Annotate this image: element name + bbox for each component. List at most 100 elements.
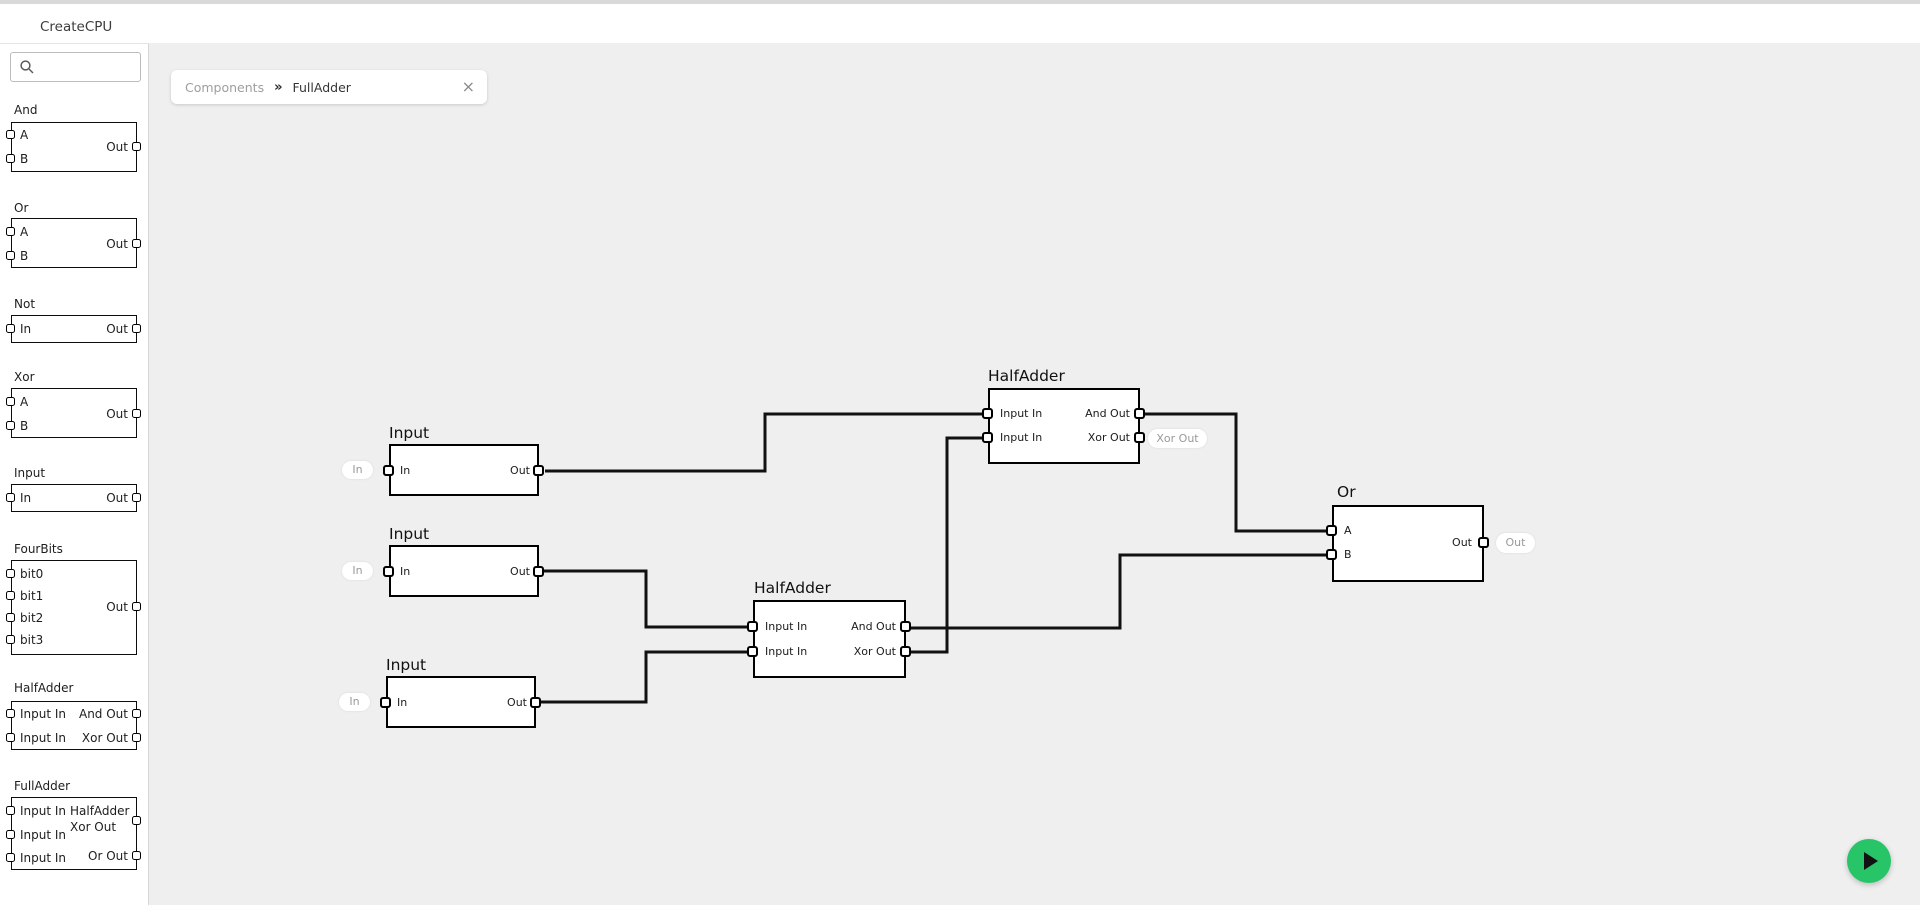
input-port[interactable] <box>982 432 993 443</box>
tab-title: FullAdder <box>292 79 351 95</box>
external-pin-badge[interactable]: In <box>342 562 373 580</box>
input-port[interactable] <box>383 465 394 476</box>
wire[interactable] <box>1143 412 1328 533</box>
output-port[interactable] <box>1134 408 1145 419</box>
input-port[interactable] <box>6 227 15 236</box>
output-port[interactable] <box>1478 537 1489 548</box>
input-port[interactable] <box>747 646 758 657</box>
component-box[interactable] <box>11 218 137 268</box>
input-port[interactable] <box>6 154 15 163</box>
output-port[interactable] <box>132 816 141 825</box>
output-port[interactable] <box>1134 432 1145 443</box>
port-label: Out <box>106 237 128 251</box>
output-port[interactable] <box>530 697 541 708</box>
port-label: And Out <box>851 620 896 633</box>
node-box[interactable] <box>988 388 1140 464</box>
port-label: Out <box>106 491 128 505</box>
input-port[interactable] <box>6 251 15 260</box>
external-pin-badge[interactable]: In <box>342 461 373 479</box>
component-box[interactable] <box>11 388 137 438</box>
port-label: bit2 <box>20 611 44 625</box>
component-box[interactable] <box>11 701 137 750</box>
port-label: B <box>1344 548 1352 561</box>
input-port[interactable] <box>6 397 15 406</box>
input-port[interactable] <box>1326 525 1337 536</box>
close-icon[interactable]: × <box>461 77 475 96</box>
node-title: HalfAdder <box>988 367 1065 385</box>
header-bar: CreateCPU <box>0 4 1920 44</box>
output-port[interactable] <box>132 709 141 718</box>
input-port[interactable] <box>747 621 758 632</box>
input-port[interactable] <box>6 733 15 742</box>
component-box[interactable] <box>11 797 137 870</box>
wire[interactable] <box>542 569 749 629</box>
input-port[interactable] <box>6 569 15 578</box>
input-port[interactable] <box>6 709 15 718</box>
input-port[interactable] <box>6 613 15 622</box>
output-port[interactable] <box>132 324 141 333</box>
port-label: Out <box>106 600 128 614</box>
port-label: bit0 <box>20 567 44 581</box>
component-box[interactable] <box>11 484 137 512</box>
port-label: HalfAdder Xor Out <box>70 804 130 834</box>
input-port[interactable] <box>1326 549 1337 560</box>
wire[interactable] <box>545 412 984 473</box>
output-port[interactable] <box>132 602 141 611</box>
input-port[interactable] <box>6 493 15 502</box>
search-input[interactable] <box>10 52 141 82</box>
node-box[interactable] <box>389 444 539 496</box>
sidebar-item-label: And <box>14 103 38 117</box>
external-pin-badge[interactable]: In <box>339 693 370 711</box>
external-pin-badge[interactable]: Xor Out <box>1148 429 1207 448</box>
input-port[interactable] <box>982 408 993 419</box>
port-label: Input In <box>20 731 67 745</box>
output-port[interactable] <box>900 621 911 632</box>
port-label: Out <box>106 322 128 336</box>
input-port[interactable] <box>6 591 15 600</box>
input-port[interactable] <box>6 853 15 862</box>
input-port[interactable] <box>6 421 15 430</box>
app-title: CreateCPU <box>40 19 113 35</box>
node-box[interactable] <box>1332 505 1484 582</box>
port-label: A <box>20 395 29 409</box>
port-label: Input In <box>20 804 67 818</box>
wire[interactable] <box>908 436 984 654</box>
port-label: Out <box>510 565 530 578</box>
output-port[interactable] <box>132 239 141 248</box>
wire[interactable] <box>908 553 1328 630</box>
output-port[interactable] <box>132 142 141 151</box>
input-port[interactable] <box>6 830 15 839</box>
output-port[interactable] <box>132 733 141 742</box>
output-port[interactable] <box>533 465 544 476</box>
input-port[interactable] <box>6 324 15 333</box>
input-port[interactable] <box>383 566 394 577</box>
wire[interactable] <box>539 650 749 704</box>
sidebar-item-label: Input <box>14 466 46 480</box>
port-label: B <box>20 249 29 263</box>
port-label: Input In <box>1000 431 1043 444</box>
input-port[interactable] <box>6 635 15 644</box>
tab-fulladder[interactable]: Components » FullAdder × <box>171 70 487 104</box>
node-title: HalfAdder <box>754 579 831 597</box>
port-label: And Out <box>78 707 128 721</box>
run-simulation-button[interactable] <box>1847 839 1891 883</box>
chevron-double-right-icon: » <box>274 79 283 95</box>
node-box[interactable] <box>389 545 539 597</box>
component-box[interactable] <box>11 560 137 655</box>
output-port[interactable] <box>132 851 141 860</box>
external-pin-badge[interactable]: Out <box>1496 533 1535 553</box>
output-port[interactable] <box>900 646 911 657</box>
play-icon <box>1864 852 1878 870</box>
node-title: Input <box>389 424 430 442</box>
input-port[interactable] <box>6 806 15 815</box>
output-port[interactable] <box>533 566 544 577</box>
input-port[interactable] <box>6 130 15 139</box>
component-sidebar <box>0 44 149 905</box>
node-box[interactable] <box>753 600 906 678</box>
output-port[interactable] <box>132 409 141 418</box>
output-port[interactable] <box>132 493 141 502</box>
input-port[interactable] <box>380 697 391 708</box>
breadcrumb-parent[interactable]: Components <box>185 79 265 95</box>
port-label: Xor Out <box>1087 431 1130 444</box>
